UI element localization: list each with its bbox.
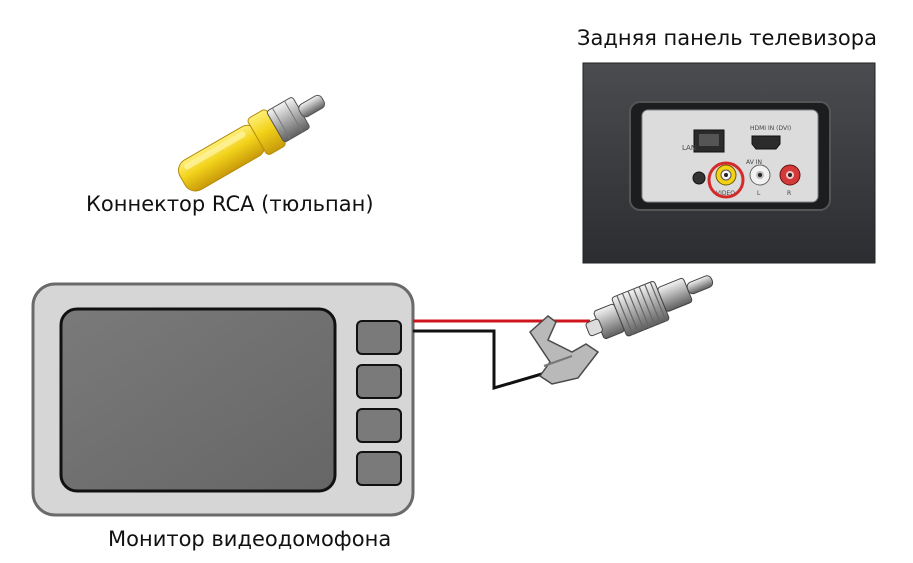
monitor-screen (59, 307, 337, 493)
video-label: VIDEO (716, 190, 735, 197)
audio-r-label: R (787, 190, 791, 197)
wires (413, 319, 590, 391)
tv-rear-panel-caption: Задняя панель телевизора (577, 26, 877, 50)
rca-plug-image (178, 94, 326, 192)
ground-wire (413, 329, 553, 391)
audio-left-jack-white (749, 164, 771, 186)
video-jack-yellow (715, 164, 737, 186)
metal-rca-connector (529, 275, 714, 385)
av-in-label: AV IN (746, 159, 762, 166)
hdmi-label: HDMI IN (DVI) (750, 125, 791, 132)
video-jack-highlight (707, 161, 745, 199)
lan-port: LAN (682, 129, 725, 153)
monitor-button-4 (356, 451, 402, 486)
intercom-monitor (31, 282, 415, 517)
intercom-monitor-caption: Монитор видеодомофона (108, 527, 392, 551)
audio-l-label: L (757, 190, 761, 197)
antenna-jack (692, 171, 706, 185)
tv-rear-panel: LAN HDMI IN (DVI) AV IN VIDEO L (582, 62, 876, 264)
hdmi-port: HDMI IN (DVI) (750, 125, 791, 150)
monitor-button-3 (356, 408, 402, 443)
monitor-button-1 (356, 320, 402, 355)
lan-label: LAN (682, 144, 696, 152)
audio-right-jack-red (779, 164, 801, 186)
monitor-button-2 (356, 364, 402, 399)
rca-connector-caption: Коннектор RCA (тюльпан) (86, 192, 374, 216)
